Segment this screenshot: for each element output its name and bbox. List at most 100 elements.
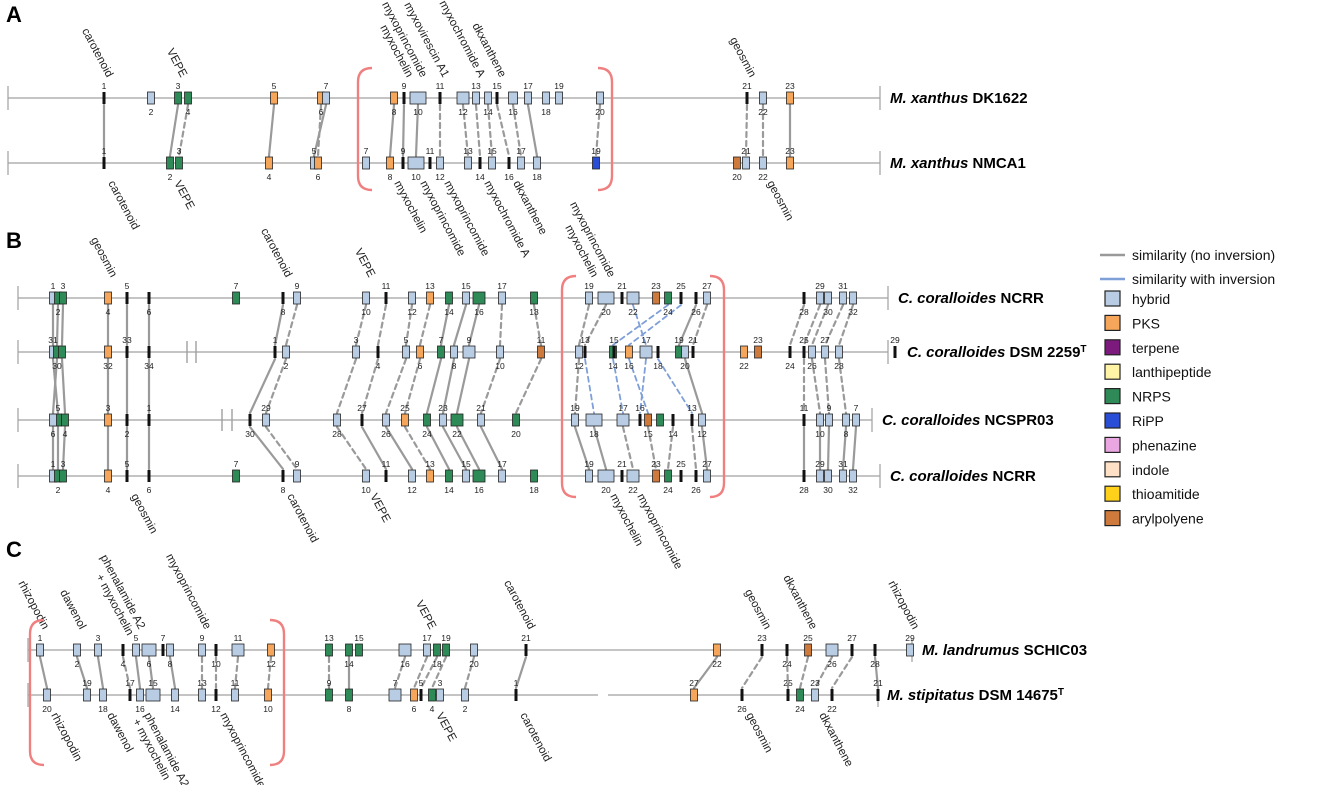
cluster-number: 23 xyxy=(757,633,767,643)
bgc-hybrid-cluster xyxy=(141,643,157,657)
cluster-number: 21 xyxy=(617,281,627,291)
cluster-number: 4 xyxy=(63,429,68,439)
bgc-hybrid-cluster xyxy=(488,156,496,170)
similarity-link xyxy=(810,357,822,415)
cluster-number: 7 xyxy=(854,403,859,413)
bgc-hybrid-cluster xyxy=(477,413,485,427)
cluster-number: 26 xyxy=(381,429,391,439)
bracket-right xyxy=(597,66,614,192)
inversion-link xyxy=(639,358,647,414)
similarity-link xyxy=(264,357,288,415)
bgc-hybrid-cluster xyxy=(398,643,412,657)
cluster-number: 2 xyxy=(149,107,154,117)
cluster-number: 3 xyxy=(177,146,182,156)
cluster-number: 24 xyxy=(663,307,673,317)
bgc-small-cluster xyxy=(428,157,432,169)
cluster-number: 13 xyxy=(324,633,334,643)
similarity-link xyxy=(264,425,299,471)
bgc-hybrid-cluster xyxy=(703,469,711,483)
legend-box-swatch xyxy=(1104,290,1121,307)
cluster-number: 16 xyxy=(624,361,634,371)
bgc-hybrid-cluster xyxy=(852,413,860,427)
cluster-number: 24 xyxy=(782,659,792,669)
cluster-number: 24 xyxy=(795,704,805,714)
cluster-product-label: dkxanthene xyxy=(780,573,819,631)
cluster-product-label: dawenol xyxy=(104,711,135,754)
cluster-number: 9 xyxy=(200,633,205,643)
cluster-number: 22 xyxy=(712,659,722,669)
bgc-hybrid-cluster xyxy=(94,643,102,657)
cluster-number: 31 xyxy=(48,335,58,345)
bgc-hybrid-cluster xyxy=(596,91,604,105)
bgc-hybrid-cluster xyxy=(73,643,81,657)
bgc-hybrid-cluster xyxy=(464,156,472,170)
cluster-number: 10 xyxy=(361,307,371,317)
bgc-small-cluster xyxy=(248,414,252,426)
cluster-number: 9 xyxy=(467,335,472,345)
similarity-link xyxy=(514,655,528,690)
cluster-number: 16 xyxy=(504,172,514,182)
cluster-number: 19 xyxy=(591,146,601,156)
bgc-small-cluster xyxy=(620,470,624,482)
cluster-number: 34 xyxy=(144,361,154,371)
bgc-small-cluster xyxy=(876,689,880,701)
cluster-product-label: phenalamide A2+ myxochelin xyxy=(86,553,147,638)
bgc-small-cluster xyxy=(214,689,218,701)
cluster-number: 9 xyxy=(401,146,406,156)
bgc-NRPS-cluster xyxy=(166,156,174,170)
bgc-hybrid-cluster xyxy=(439,413,447,427)
similarity-link xyxy=(248,357,277,415)
cluster-number: 18 xyxy=(432,659,442,669)
cluster-number: 14 xyxy=(444,485,454,495)
bgc-small-cluster xyxy=(893,346,897,358)
cluster-number: 11 xyxy=(426,146,435,156)
genome-label-species: M. xanthus xyxy=(890,90,968,107)
similarity-link xyxy=(60,303,65,347)
bgc-NRPS-cluster xyxy=(442,643,450,657)
cluster-number: 27 xyxy=(689,678,699,688)
legend-label: thioamitide xyxy=(1132,486,1200,502)
bgc-hybrid-cluster xyxy=(585,291,593,305)
cluster-number: 11 xyxy=(537,335,546,345)
similarity-link xyxy=(452,303,468,347)
bgc-small-cluster xyxy=(638,414,642,426)
bgc-small-cluster xyxy=(620,292,624,304)
similarity-link xyxy=(404,303,414,347)
panel-letter-A: A xyxy=(6,2,22,27)
bgc-hybrid-cluster xyxy=(533,156,541,170)
legend-label: similarity (no inversion) xyxy=(1132,247,1275,263)
bgc-PKS-cluster xyxy=(426,469,434,483)
bgc-arylpolyene-cluster xyxy=(652,469,660,483)
bgc-NRPS-cluster xyxy=(175,156,183,170)
similarity-link xyxy=(121,655,132,690)
cluster-product-label: geosmin xyxy=(727,35,758,79)
legend-box-swatch xyxy=(1104,510,1121,527)
bgc-hybrid-cluster xyxy=(408,291,416,305)
bgc-hybrid-cluster xyxy=(906,643,914,657)
bgc-hybrid-cluster xyxy=(171,688,179,702)
bgc-hybrid-cluster xyxy=(821,345,829,359)
bgc-small-cluster xyxy=(690,414,694,426)
bracket-left xyxy=(28,618,45,767)
bgc-hybrid-cluster xyxy=(409,91,427,105)
similarity-link xyxy=(592,425,608,471)
cluster-number: 3 xyxy=(438,678,443,688)
cluster-number: 23 xyxy=(785,81,795,91)
legend-box-swatch xyxy=(1104,339,1121,356)
cluster-number: 15 xyxy=(487,146,497,156)
bgc-NRPS-cluster xyxy=(450,413,464,427)
cluster-number: 4 xyxy=(106,485,111,495)
bgc-hybrid-cluster xyxy=(835,345,843,359)
bgc-arylpolyene-cluster xyxy=(644,413,652,427)
cluster-number: 6 xyxy=(147,659,152,669)
bgc-NRPS-cluster xyxy=(796,688,804,702)
inversion-link xyxy=(584,358,595,414)
bgc-small-cluster xyxy=(360,414,364,426)
cluster-product-label: dawenol xyxy=(57,588,88,631)
cluster-number: 1 xyxy=(38,633,43,643)
cluster-number: 27 xyxy=(702,459,712,469)
legend-label: RiPP xyxy=(1132,413,1164,429)
bgc-hybrid-cluster xyxy=(362,469,370,483)
similarity-link xyxy=(479,425,504,471)
cluster-number: 13 xyxy=(463,146,473,156)
